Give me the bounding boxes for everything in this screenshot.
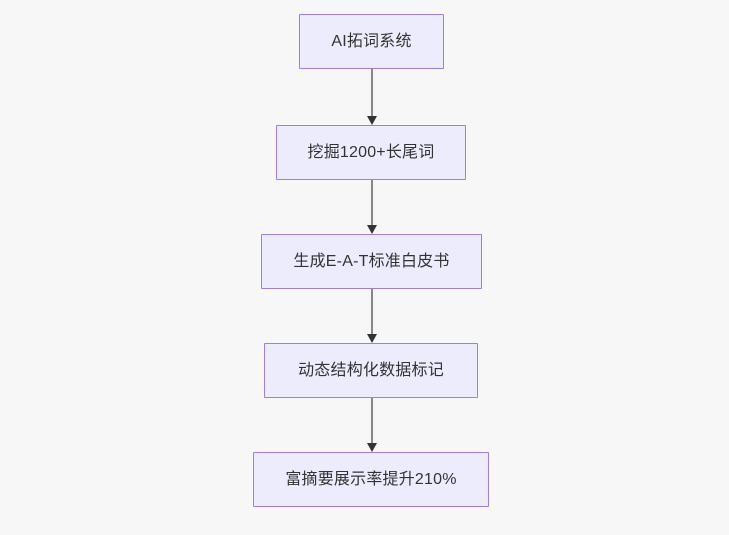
flowchart-node-label: 生成E-A-T标准白皮书	[293, 252, 450, 270]
edge-line	[371, 398, 373, 444]
flowchart-node-label: AI拓词系统	[331, 32, 412, 50]
flowchart-node-label: 富摘要展示率提升210%	[285, 470, 457, 488]
arrowhead-icon	[367, 225, 377, 234]
flowchart-edge-n2-n3	[367, 180, 377, 234]
arrowhead-icon	[367, 443, 377, 452]
flowchart-node-label: 挖掘1200+长尾词	[307, 143, 435, 161]
flowchart-node-n2[interactable]: 挖掘1200+长尾词	[276, 125, 466, 180]
arrowhead-icon	[367, 334, 377, 343]
flowchart-edge-n1-n2	[367, 69, 377, 125]
arrowhead-icon	[367, 116, 377, 125]
flowchart-node-n4[interactable]: 动态结构化数据标记	[264, 343, 478, 398]
flowchart-node-n5[interactable]: 富摘要展示率提升210%	[253, 452, 489, 507]
edge-line	[371, 69, 373, 117]
flowchart-node-n3[interactable]: 生成E-A-T标准白皮书	[261, 234, 482, 289]
flowchart-node-label: 动态结构化数据标记	[298, 361, 444, 379]
edge-line	[371, 180, 373, 226]
flowchart-edge-n3-n4	[367, 289, 377, 343]
edge-line	[371, 289, 373, 335]
flowchart-edge-n4-n5	[367, 398, 377, 452]
flowchart-node-n1[interactable]: AI拓词系统	[299, 14, 444, 69]
